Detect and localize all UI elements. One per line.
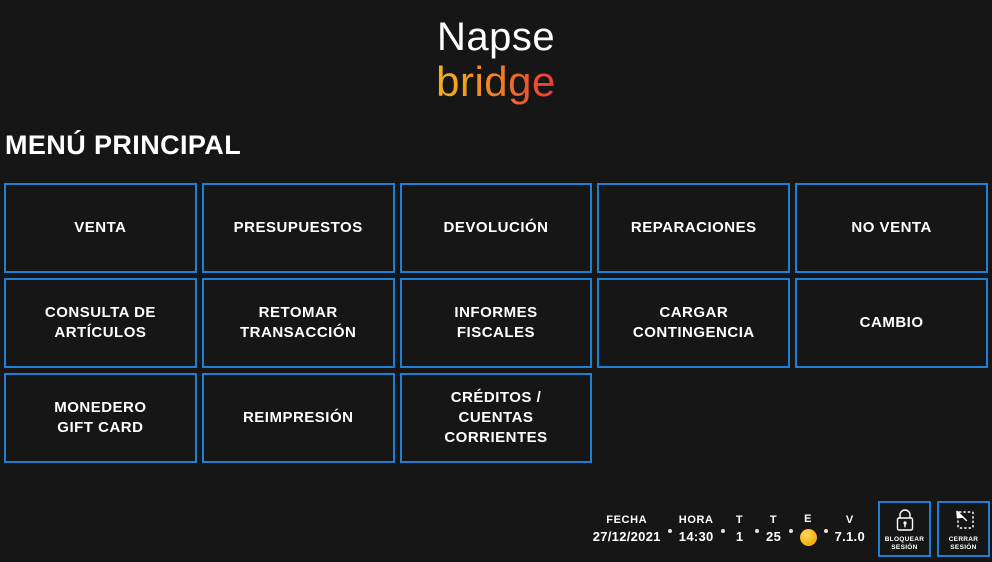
menu-button-venta[interactable]: VENTA: [4, 183, 197, 273]
logo-bridge-text: bridge: [436, 57, 556, 105]
status-label-tienda: T: [769, 514, 778, 526]
menu-button-presupuestos[interactable]: PRESUPUESTOS: [201, 183, 395, 273]
status-item-estado: E: [793, 512, 824, 546]
menu-button-monedero-gift-card[interactable]: MONEDERO GIFT CARD: [4, 373, 197, 463]
lock-icon: [894, 508, 916, 533]
app-logo: Napse bridge: [0, 0, 992, 115]
session-button-cerrar-sesion[interactable]: CERRAR SESIÓN: [937, 501, 990, 557]
menu-button-informes-fiscales[interactable]: INFORMES FISCALES: [399, 278, 593, 368]
menu-button-consulta-de-articulos[interactable]: CONSULTA DE ARTÍCULOS: [4, 278, 197, 368]
menu-button-creditos-cuentas-corrientes[interactable]: CRÉDITOS / CUENTAS CORRIENTES: [399, 373, 593, 463]
status-item-version: V 7.1.0: [828, 513, 872, 545]
status-value-terminal: 1: [735, 529, 744, 544]
status-separator-dot: [788, 529, 793, 533]
status-label-fecha: FECHA: [606, 514, 648, 526]
status-label-estado: E: [804, 513, 813, 525]
session-button-label-bloquear-sesion: BLOQUEAR SESIÓN: [884, 535, 925, 552]
status-value-hora: 14:30: [678, 529, 714, 544]
status-separator-dot: [754, 529, 759, 533]
status-value-fecha: 27/12/2021: [592, 529, 661, 544]
status-value-version: 7.1.0: [834, 529, 865, 544]
status-label-version: V: [845, 514, 854, 526]
menu-button-reimpresion[interactable]: REIMPRESIÓN: [201, 373, 395, 463]
status-separator-dot: [720, 529, 725, 533]
page-title: MENÚ PRINCIPAL: [5, 130, 242, 160]
menu-button-retomar-transaccion[interactable]: RETOMAR TRANSACCIÓN: [201, 278, 395, 368]
status-indicator-dot-estado: [799, 529, 817, 546]
menu-button-cambio[interactable]: CAMBIO: [795, 278, 988, 368]
menu-button-cargar-contingencia[interactable]: CARGAR CONTINGENCIA: [597, 278, 791, 368]
session-button-bloquear-sesion[interactable]: BLOQUEAR SESIÓN: [878, 501, 931, 557]
status-item-tienda: T 25: [759, 513, 789, 545]
menu-button-no-venta[interactable]: NO VENTA: [795, 183, 988, 273]
session-button-label-cerrar-sesion: CERRAR SESIÓN: [948, 535, 979, 552]
logout-icon: [952, 508, 976, 533]
menu-button-devolucion[interactable]: DEVOLUCIÓN: [399, 183, 593, 273]
logo-napse-text: Napse: [436, 14, 556, 59]
status-label-hora: HORA: [678, 514, 714, 526]
status-item-hora: HORA 14:30: [672, 513, 721, 545]
status-label-terminal: T: [735, 514, 744, 526]
status-separator-dot: [823, 529, 828, 533]
status-separator-dot: [667, 529, 672, 533]
menu-button-reparaciones[interactable]: REPARACIONES: [597, 183, 791, 273]
status-value-tienda: 25: [766, 529, 782, 544]
status-item-fecha: FECHA 27/12/2021: [586, 513, 668, 545]
